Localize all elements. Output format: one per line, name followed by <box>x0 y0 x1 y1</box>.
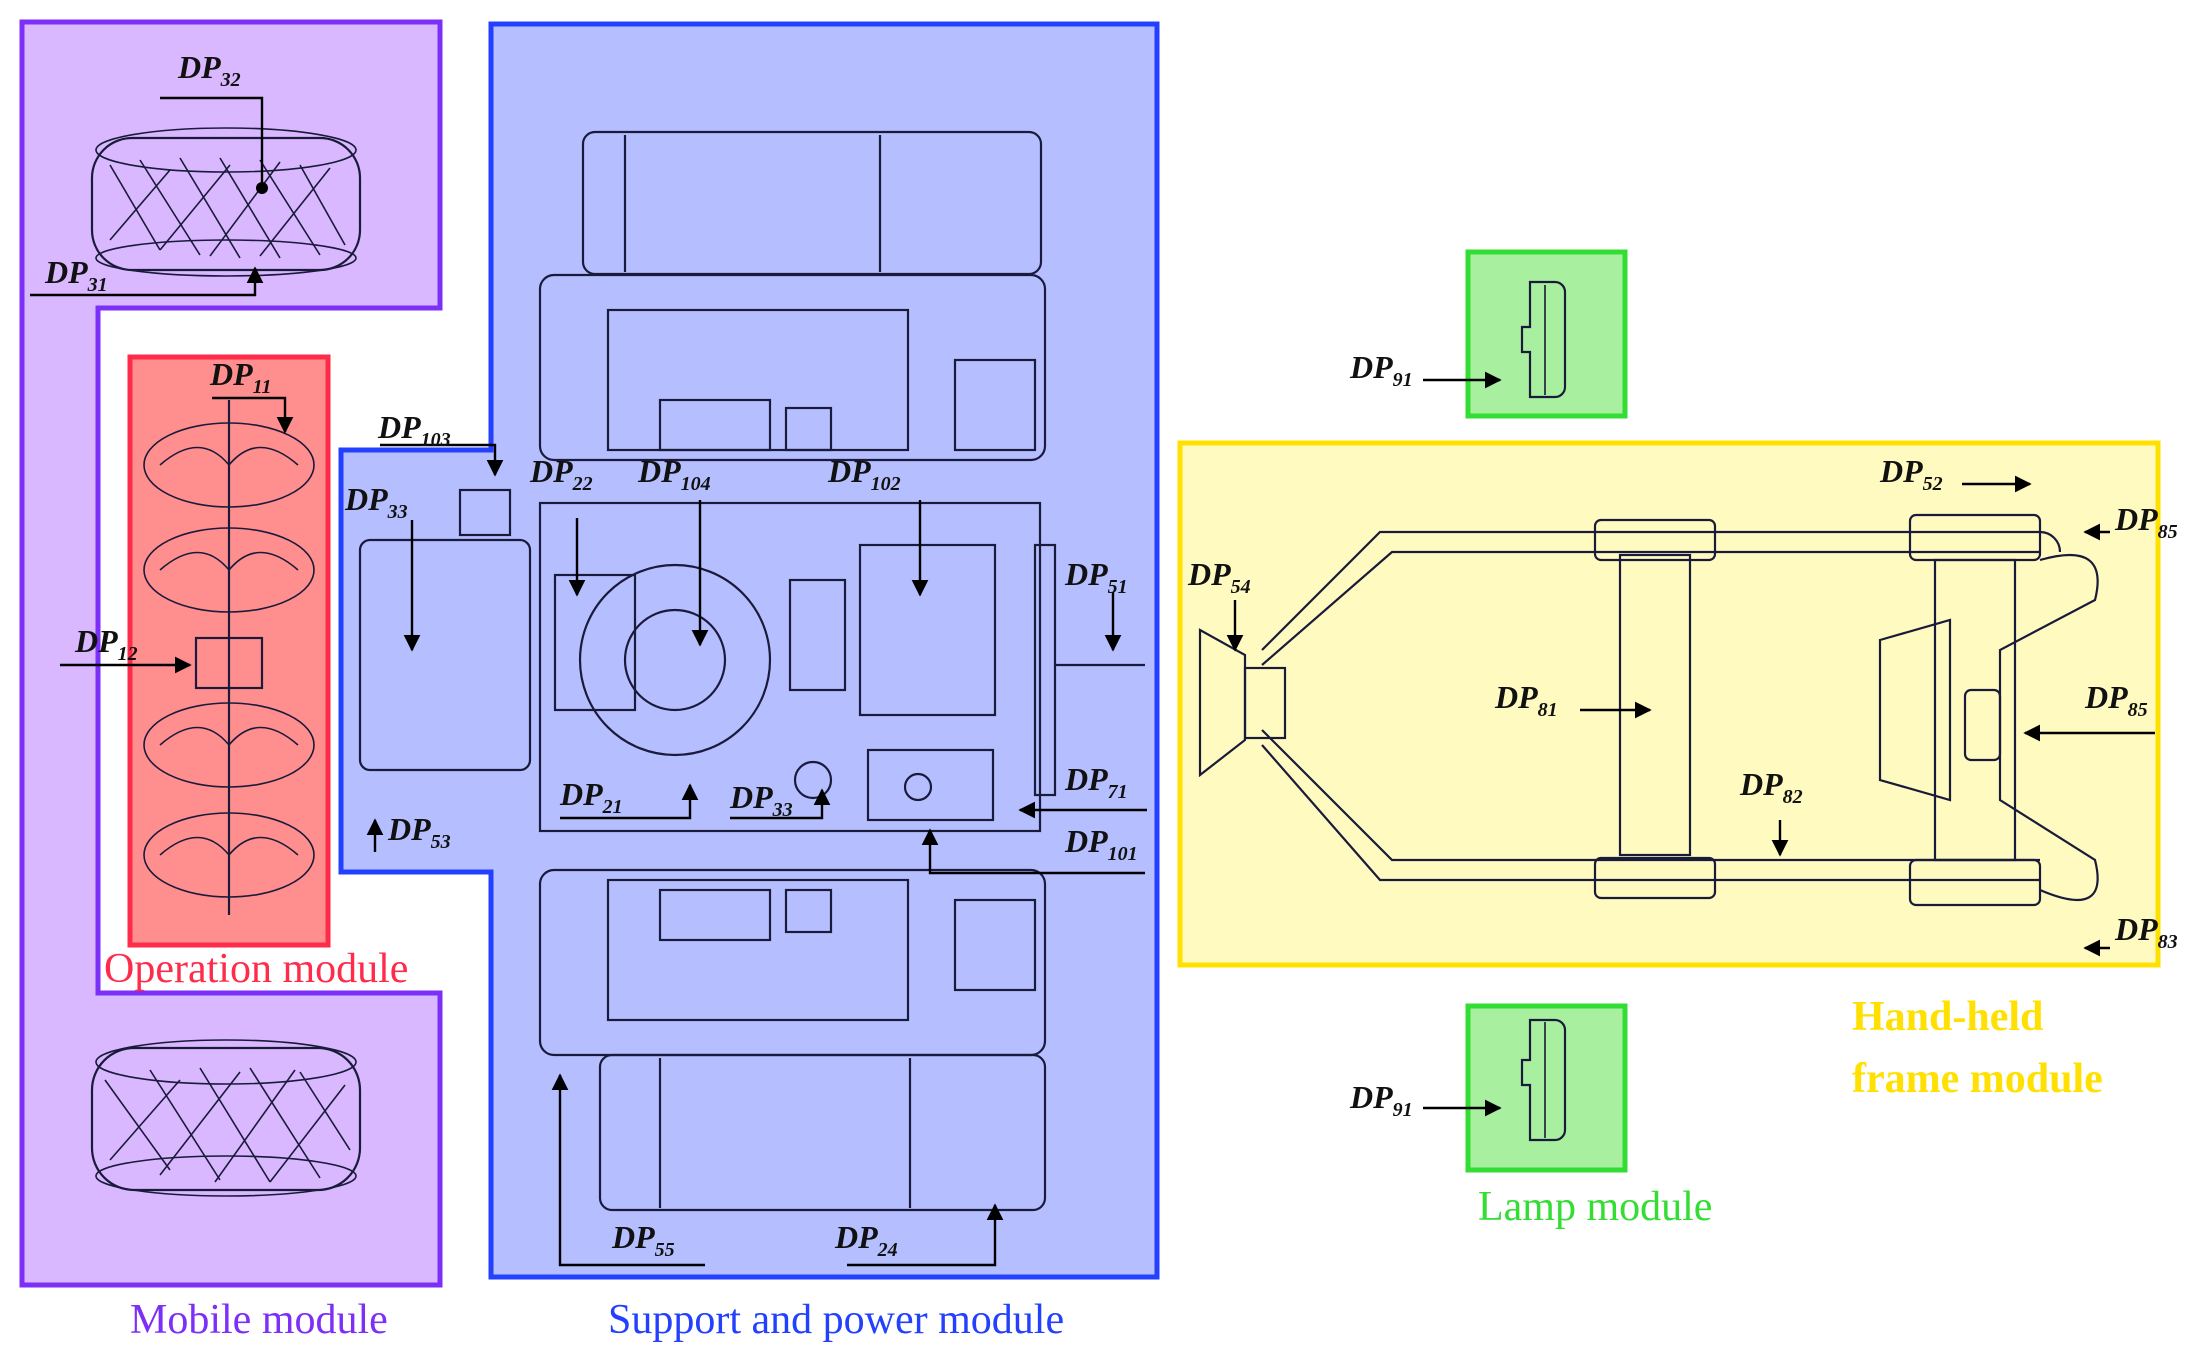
annotation-arrows <box>30 96 2155 1267</box>
lamp-module-bottom <box>1465 1003 1628 1173</box>
handheld-module-region <box>1177 440 2161 968</box>
label-dp53: DP53 <box>387 811 451 853</box>
handheld-module-label-line2: frame module <box>1852 1056 2103 1102</box>
label-dp31: DP31 <box>44 254 108 296</box>
support-module-label: Support and power module <box>608 1297 1064 1343</box>
label-dp91-top: DP91 <box>1349 349 1413 391</box>
module-names: Operation module Mobile module Support a… <box>104 946 2103 1343</box>
mobile-module-region <box>19 19 443 1288</box>
mobile-module-label: Mobile module <box>130 1297 388 1343</box>
label-dp91-bottom: DP91 <box>1349 1079 1413 1121</box>
mobile-module-box <box>19 19 443 1288</box>
handheld-module-label-line1: Hand-held <box>1852 994 2043 1040</box>
lamp-module-box-bottom <box>1465 1003 1628 1173</box>
label-dp11: DP11 <box>209 356 272 398</box>
label-dp12: DP12 <box>74 623 138 665</box>
lamp-module-label: Lamp module <box>1478 1184 1712 1230</box>
support-module-region <box>338 21 1160 1280</box>
label-dp33-bottom: DP33 <box>729 779 793 821</box>
label-dp104: DP104 <box>637 453 711 495</box>
operation-module-region <box>127 354 331 948</box>
lamp-module-top <box>1465 249 1628 419</box>
label-dp21: DP21 <box>559 776 623 818</box>
label-dp24: DP24 <box>834 1219 898 1261</box>
label-dp85-right: DP85 <box>2084 679 2148 721</box>
label-dp103: DP103 <box>377 409 451 451</box>
label-dp85-top: DP85 <box>2114 501 2178 543</box>
handheld-module-box <box>1177 440 2161 968</box>
operation-module-label: Operation module <box>104 946 408 992</box>
label-dp55: DP55 <box>611 1219 675 1261</box>
label-dp32: DP32 <box>177 49 241 91</box>
label-dp54: DP54 <box>1187 556 1251 598</box>
label-dp102: DP102 <box>827 453 901 495</box>
label-dp82: DP82 <box>1739 766 1803 808</box>
support-module-box <box>338 21 1160 1280</box>
dp-labels: DP32 DP31 DP11 DP12 DP103 DP33 DP22 DP10… <box>44 49 2178 1261</box>
label-dp52: DP52 <box>1879 453 1943 495</box>
label-dp51: DP51 <box>1064 556 1128 598</box>
lamp-module-box-top <box>1465 249 1628 419</box>
label-dp22: DP22 <box>529 453 593 495</box>
label-dp83: DP83 <box>2114 911 2178 953</box>
label-dp101: DP101 <box>1064 823 1138 865</box>
bottom-wheel-drawing <box>90 1039 362 1197</box>
label-dp81: DP81 <box>1494 679 1558 721</box>
top-wheel-drawing <box>90 127 362 277</box>
label-dp33-top: DP33 <box>344 481 408 523</box>
label-dp71: DP71 <box>1064 761 1128 803</box>
